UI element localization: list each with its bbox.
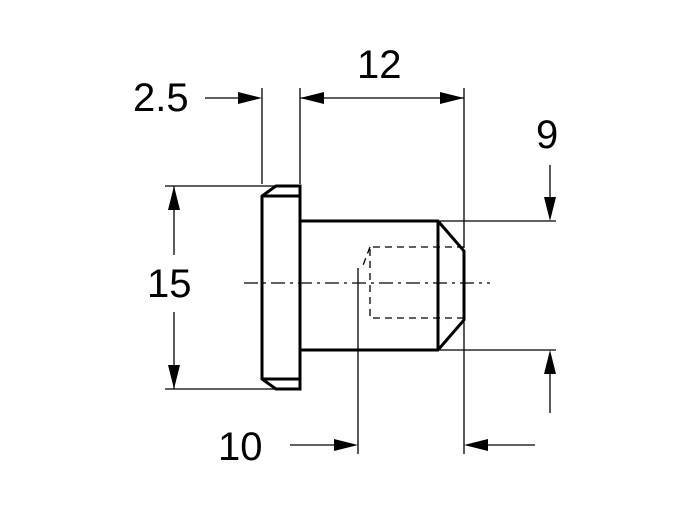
arrowhead	[168, 186, 180, 210]
overall-length-label: 12	[357, 43, 402, 87]
shank-diameter-label: 9	[536, 113, 558, 157]
arrowhead	[544, 350, 556, 374]
head-flange	[260, 184, 302, 391]
arrowhead	[334, 439, 358, 451]
part-outline	[244, 184, 490, 391]
arrowhead	[464, 439, 488, 451]
arrowhead	[238, 92, 262, 104]
head-thickness-label: 2.5	[133, 76, 189, 120]
shank	[300, 219, 466, 352]
head-diameter-label: 15	[147, 262, 192, 306]
hidden-bore-chamfer	[361, 246, 371, 269]
dimension-overall-length: 12	[300, 43, 465, 248]
arrowhead	[544, 197, 556, 221]
dimension-hole-depth: 10	[218, 268, 535, 469]
dimension-head-diameter: 15	[147, 185, 275, 390]
arrowhead	[168, 365, 180, 389]
dimension-shank-diameter: 9	[440, 113, 558, 413]
arrowhead	[440, 92, 464, 104]
hole-depth-label: 10	[218, 425, 263, 469]
arrowhead	[300, 92, 324, 104]
dimension-head-thickness: 2.5	[133, 76, 301, 184]
